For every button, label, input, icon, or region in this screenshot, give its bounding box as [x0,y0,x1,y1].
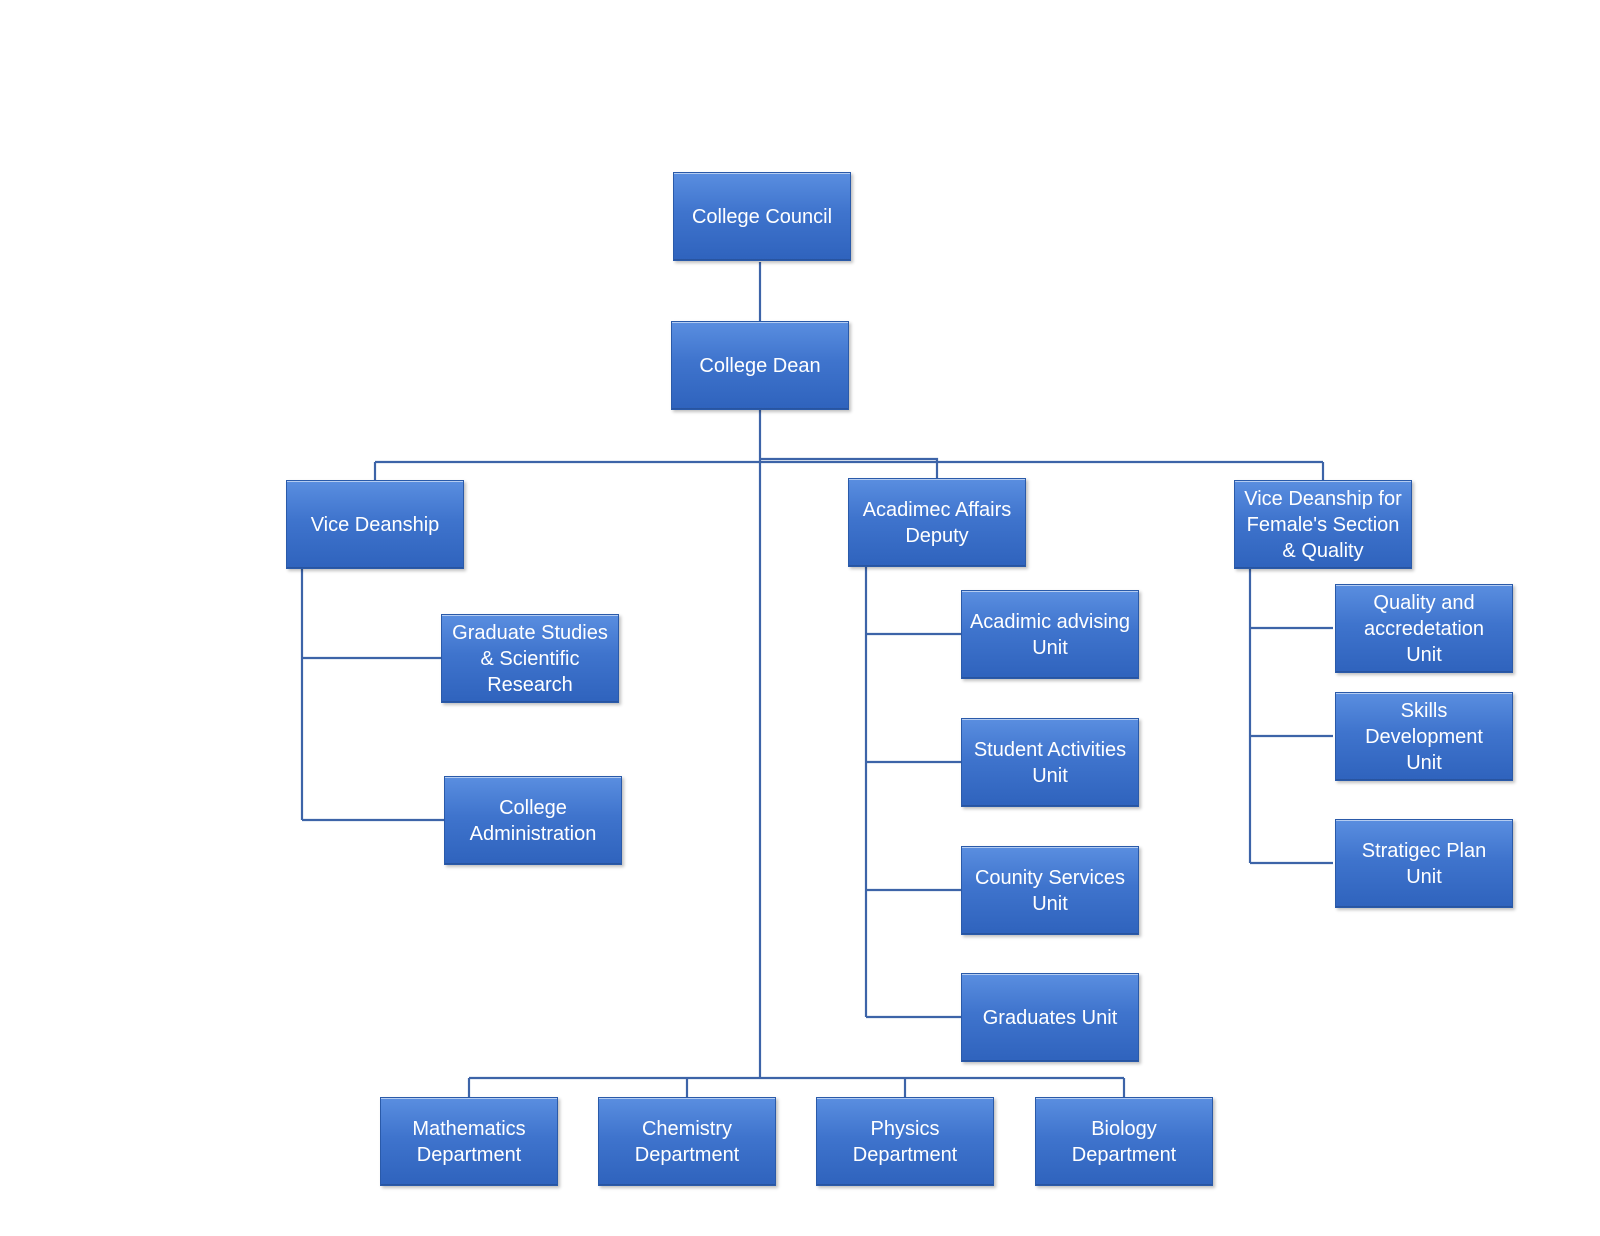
node-college-dean: College Dean [671,321,849,410]
node-skills-development-unit: Skills Development Unit [1335,692,1513,781]
node-college-administration: College Administration [444,776,622,865]
node-graduate-studies: Graduate Studies & Scientific Research [441,614,619,703]
node-academic-advising-unit: Acadimic advising Unit [961,590,1139,679]
node-college-council: College Council [673,172,851,261]
node-strategic-plan-unit: Stratigec Plan Unit [1335,819,1513,908]
connector-top-bus-secondary [760,457,939,462]
node-academic-affairs-deputy: Acadimec Affairs Deputy [848,478,1026,567]
node-vice-deanship: Vice Deanship [286,480,464,569]
node-biology-department: Biology Department [1035,1097,1213,1186]
node-mathematics-department: Mathematics Department [380,1097,558,1186]
node-student-activities-unit: Student Activities Unit [961,718,1139,807]
node-chemistry-department: Chemistry Department [598,1097,776,1186]
node-vice-deanship-female: Vice Deanship for Female's Section & Qua… [1234,480,1412,569]
node-community-services-unit: Counity Services Unit [961,846,1139,935]
node-graduates-unit: Graduates Unit [961,973,1139,1062]
node-physics-department: Physics Department [816,1097,994,1186]
node-quality-accreditation-unit: Quality and accredetation Unit [1335,584,1513,673]
